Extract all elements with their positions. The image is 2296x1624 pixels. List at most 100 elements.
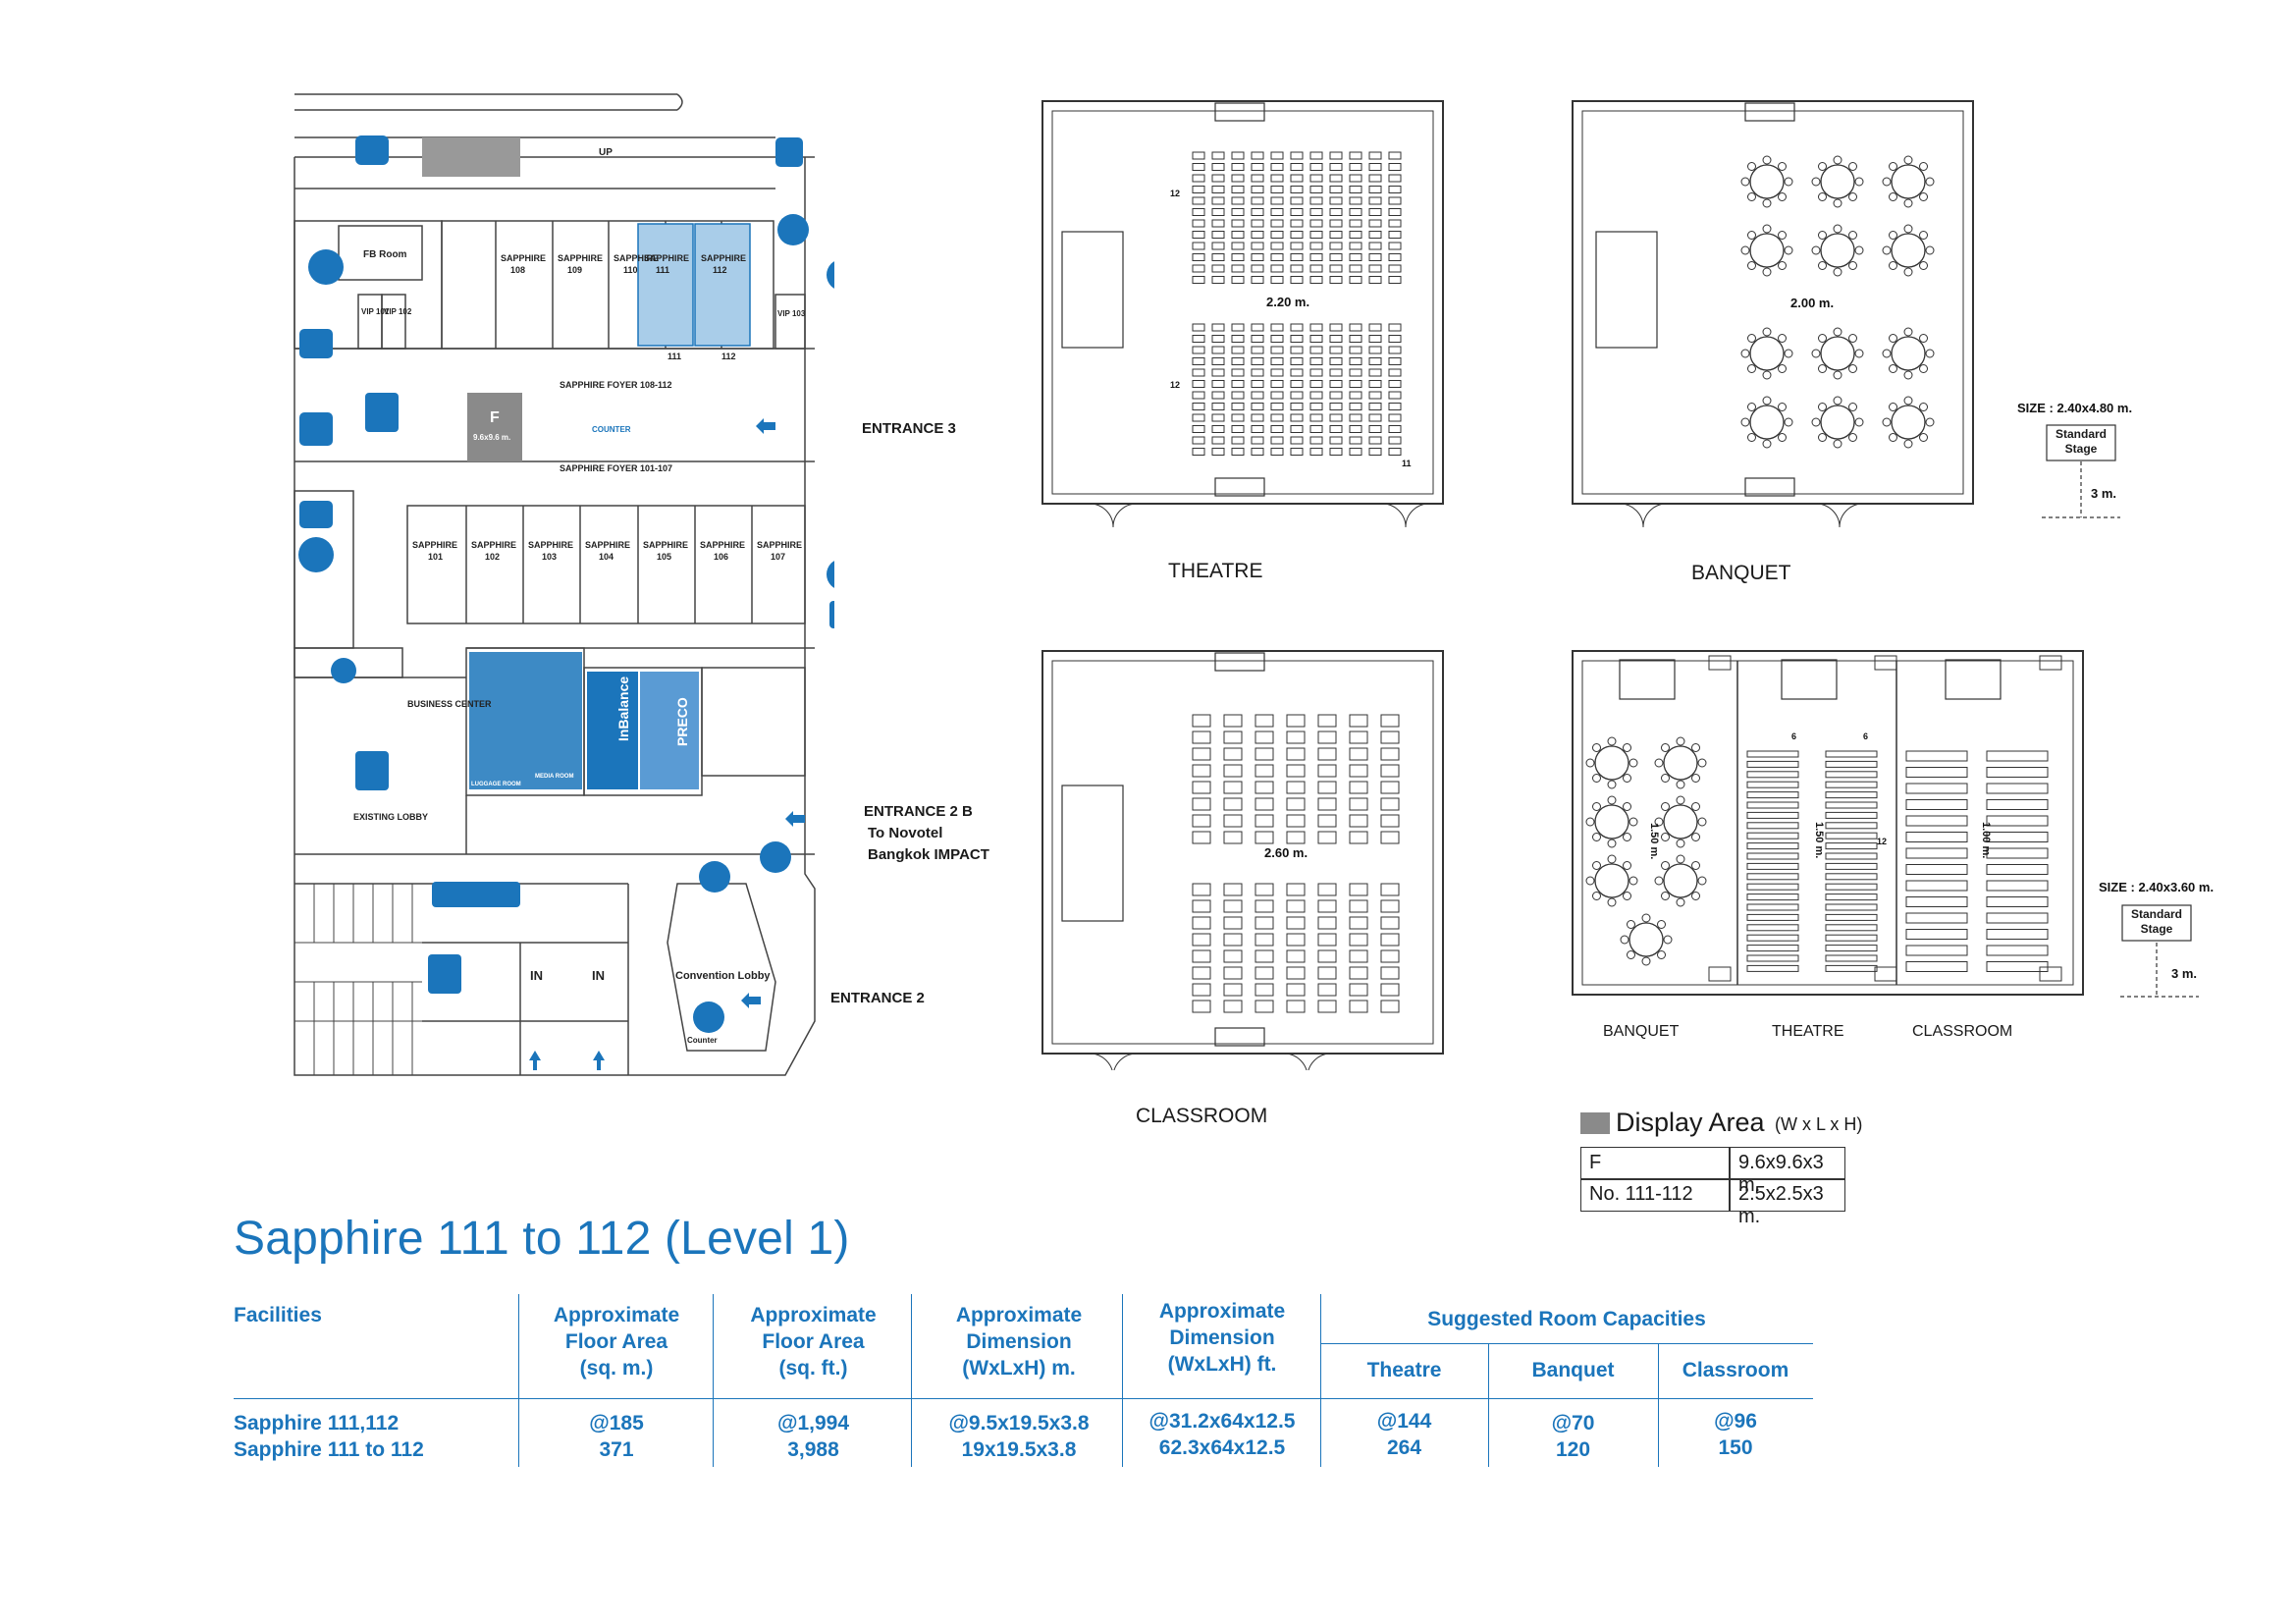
theatre-chair [1251,231,1264,239]
theatre-chair [1388,219,1402,228]
theatre-chair [1211,231,1225,239]
display-area-units: (W x L x H) [1775,1114,1863,1134]
classroom-desk [1380,1000,1400,1013]
classroom-desk [1223,916,1243,930]
classroom-desk [1349,983,1368,997]
stage-2-height: 3 m. [2171,966,2197,981]
theatre-chair [1192,196,1205,205]
display-f-label: F [490,409,500,426]
theatre-chair [1192,335,1205,343]
theatre-chair [1309,391,1323,400]
theatre-chair [1329,219,1343,228]
accessible-icon [299,329,333,358]
theatre-chair-row [1825,791,1878,799]
theatre-chair [1211,163,1225,171]
theatre-chair [1388,264,1402,273]
theatre-chair [1349,346,1362,354]
room-111-name: SAPPHIRE [644,253,689,263]
theatre-chair [1192,323,1205,332]
theatre-chair [1349,242,1362,250]
business-center-label: BUSINESS CENTER [407,699,492,709]
theatre-chair [1211,380,1225,388]
theatre-chair [1388,403,1402,410]
theatre-chair [1192,403,1205,410]
round-table [1882,396,1935,449]
theatre-chair [1309,151,1323,160]
theatre-chair-row [1825,954,1878,962]
theatre-chair [1211,368,1225,377]
header-floor-sqm-line2: Floor Area [564,1330,668,1353]
room-105-num: 105 [657,552,671,562]
theatre-chair [1211,436,1225,445]
classroom-desk [1317,764,1337,778]
theatre-chair [1192,425,1205,433]
theatre-chair-row [1746,903,1799,911]
classroom-desk [1192,731,1211,744]
theatre-chair [1368,448,1382,456]
classroom-desk [1380,983,1400,997]
theatre-chair-row [1825,852,1878,860]
classroom-desk [1192,747,1211,761]
theatre-chair-row [1825,822,1878,830]
theatre-chair [1270,391,1284,400]
theatre-chair-row [1746,760,1799,768]
classroom-desk [1223,949,1243,963]
theatre-chair [1270,186,1284,193]
theatre-chair [1329,425,1343,433]
classroom-desk [1286,781,1306,794]
theatre-caption: THEATRE [1168,560,1263,582]
theatre-chair [1251,413,1264,422]
theatre-chair [1231,413,1245,422]
entrance-arrow-icon [785,811,805,827]
theatre-chair [1388,186,1402,193]
theatre-chair [1329,151,1343,160]
theatre-chair [1368,174,1382,183]
theatre-chair [1368,436,1382,445]
theatre-chair [1368,425,1382,433]
theatre-chair-row [1825,903,1878,911]
classroom-desk [1905,767,1968,778]
classroom-desk [1286,899,1306,913]
theatre-chair [1290,186,1304,193]
theatre-chair-row [1825,862,1878,870]
theatre-chair-row [1746,832,1799,839]
theatre-chair [1349,253,1362,261]
classroom-desk [1986,783,2049,794]
combo-layout [1572,650,2084,996]
theatre-chair [1309,413,1323,422]
theatre-chair [1388,413,1402,422]
classroom-desk [1317,916,1337,930]
theatre-chair [1270,346,1284,354]
classroom-desk [1380,933,1400,947]
theatre-chair [1211,323,1225,332]
theatre-chair [1251,335,1264,343]
theatre-chair-row [1746,771,1799,779]
theatre-chair [1349,231,1362,239]
theatre-chair [1251,174,1264,183]
up-label: UP [599,147,613,158]
classroom-desk [1317,983,1337,997]
in-label-1: IN [530,968,543,983]
theatre-chair [1368,391,1382,400]
theatre-chair-row [1825,771,1878,779]
theatre-chair [1211,335,1225,343]
room-101-name: SAPPHIRE [412,540,457,550]
classroom-desk [1349,764,1368,778]
classroom-desk [1905,961,1968,972]
theatre-chair-row [1746,934,1799,942]
classroom-desk [1223,899,1243,913]
theatre-chair [1349,186,1362,193]
round-table [1585,854,1638,907]
theatre-chair [1251,186,1264,193]
classroom-desk [1986,847,2049,859]
convention-lobby-label: Convention Lobby [675,970,771,982]
classroom-desk [1905,880,1968,892]
banquet-spacing: 2.00 m. [1790,296,1834,310]
classroom-desk [1286,916,1306,930]
theatre-chair [1231,448,1245,456]
header-floor-sqft-line3: (sq. ft.) [778,1357,848,1380]
classroom-desk [1192,764,1211,778]
classroom-desk [1986,832,2049,842]
theatre-chair-row [1746,954,1799,962]
theatre-chair [1290,196,1304,205]
